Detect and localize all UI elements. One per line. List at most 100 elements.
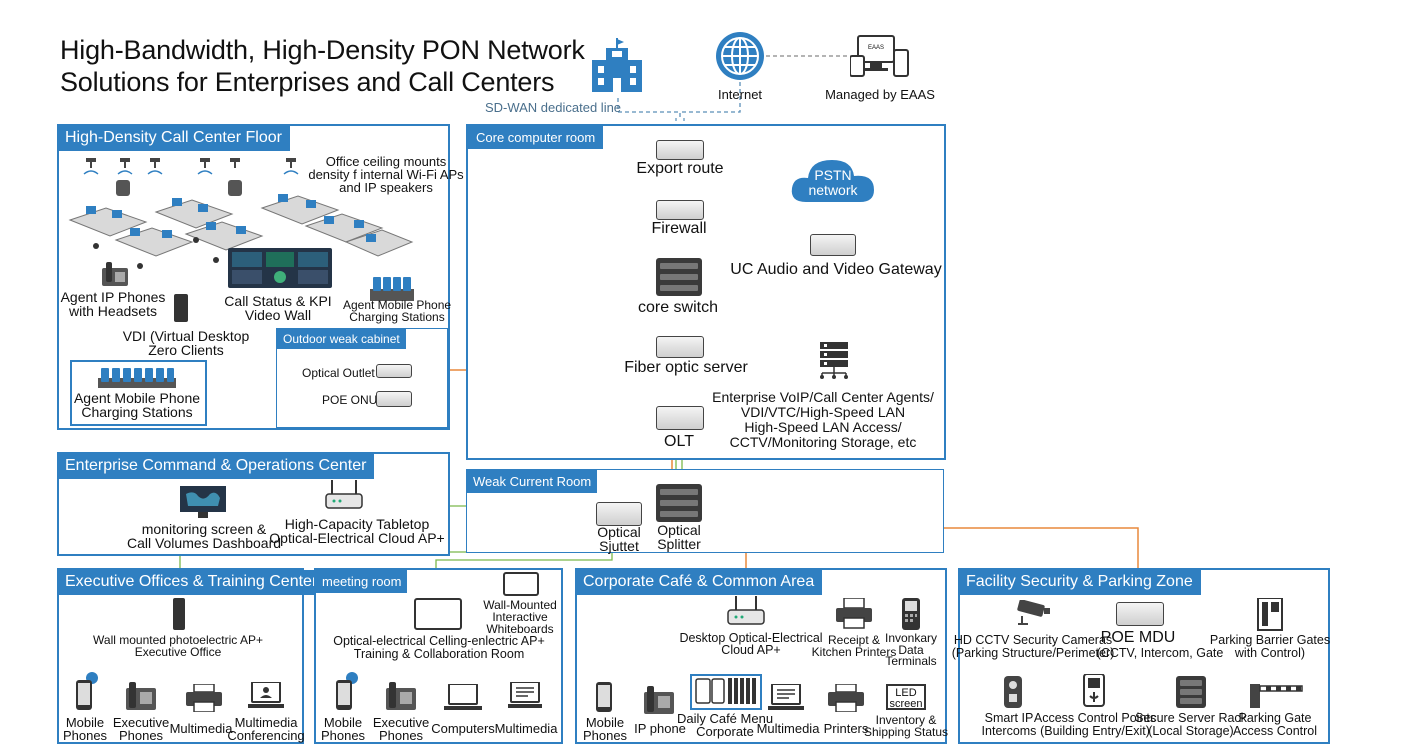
cafe-item-5-line-2: Shipping Status — [863, 725, 949, 739]
sdwan-label: SD-WAN dedicated line — [484, 100, 622, 115]
video-wall-line-1: Call Status & KPI — [224, 293, 332, 309]
barrier-gate-icon — [1257, 598, 1283, 631]
pstn-label: PSTN network — [808, 168, 857, 198]
video-wall-icon — [228, 248, 332, 288]
meeting-ap-line-2: Training & Collaboration Room — [353, 647, 525, 661]
cafe-item-5: Inventory &Shipping Status — [864, 714, 948, 738]
parking-gate-icon — [1250, 684, 1303, 708]
tabletop-ap-icon — [325, 480, 363, 509]
data-terminal-icon — [902, 598, 920, 630]
led-line-1: LED — [895, 687, 917, 699]
enterprise-line-1: Enterprise VoIP/Call Center Agents/ — [712, 389, 934, 405]
wall-ap-line-2: Executive Office — [134, 645, 222, 659]
exec-item-0-line-2: Phones — [62, 728, 108, 743]
optical-outlet-label: Optical Outlet — [302, 366, 375, 380]
server-network-icon — [820, 342, 848, 379]
security-item-3-line-2: Access Control — [1232, 723, 1318, 738]
optical-sjuttet-label: Optical Sjuttet — [597, 525, 641, 553]
whiteboard-line-1: Wall-Mounted — [483, 598, 557, 612]
charging-top-line-1: Agent Mobile Phone — [342, 298, 452, 312]
export-route-label: Export route — [636, 160, 724, 177]
ceiling-ap-screen-icon — [414, 598, 462, 630]
cafe-item-0-line-1: Mobile — [585, 715, 625, 730]
enterprise-line-3: High-Speed LAN Access/ — [744, 419, 902, 435]
ceiling-ap-row — [80, 158, 300, 198]
conferencing-laptop-icon — [248, 682, 284, 708]
agent-phones-line-1: Agent IP Phones — [60, 289, 166, 305]
security-item-1: Access Control Points(Building Entry/Exi… — [1034, 712, 1156, 737]
desktop-ap-line-1: Desktop Optical-Electrical — [679, 631, 823, 645]
cctv-line-2: (Parking Structure/Perimeter) — [951, 646, 1115, 660]
meeting-room-panel: meeting room — [314, 568, 563, 744]
weak-current-panel: Weak Current Room — [466, 469, 944, 553]
barrier-line-1: Parking Barrier Gates — [1209, 633, 1331, 647]
outdoor-cabinet-panel: Outdoor weak cabinet — [276, 328, 448, 428]
security-item-2-line-2: (Local Storage) — [1148, 723, 1234, 738]
cafe-item-5-line-1: Inventory & — [875, 713, 937, 727]
vdi-line-1: VDI (Virtual Desktop — [122, 328, 250, 344]
uc-gateway-device — [810, 234, 856, 256]
security-item-1-line-1: Access Control Points — [1033, 711, 1157, 725]
cafe-item-2-line-2: Corporate — [696, 724, 754, 739]
cafe-item-1-line-1: IP phone — [634, 721, 686, 736]
whiteboard-icon — [503, 572, 539, 596]
splitter-line-1: Optical — [657, 522, 701, 538]
inventory-terminal-line-2: Data — [898, 642, 924, 657]
firewall-device — [656, 200, 704, 220]
charging-top-label: Agent Mobile Phone Charging Stations — [343, 299, 451, 323]
tabletop-line-2: Optical-Electrical Cloud AP+ — [269, 530, 445, 546]
video-wall-line-2: Video Wall — [244, 307, 312, 323]
exec-item-2: Multimedia — [170, 722, 233, 735]
ceiling-line-2: density f internal Wi-Fi APs — [308, 167, 464, 182]
cafe-item-4: Printers — [824, 722, 869, 735]
receipt-line-1: Receipt & — [827, 633, 881, 647]
exec-item-0-line-1: Mobile — [65, 715, 105, 730]
receipt-printer-icon — [836, 598, 872, 629]
security-item-0-line-2: Intercoms — [981, 723, 1037, 738]
intercom-icon — [1004, 676, 1022, 708]
poe-mdu-device — [1116, 602, 1164, 626]
ip-phone-icon — [644, 686, 674, 714]
meeting-item-0-line-2: Phones — [320, 728, 366, 743]
ceiling-ap-icon — [83, 158, 299, 196]
meeting-ap-line-1: Optical-electrical Celling-enlectric AP+ — [333, 634, 545, 648]
printer-icon — [828, 684, 864, 712]
wall-ap-line-1: Wall mounted photoelectric AP+ — [93, 633, 263, 647]
video-wall-label: Call Status & KPI Video Wall — [224, 294, 331, 322]
security-item-3-line-1: Parking Gate — [1238, 711, 1312, 725]
charging-bottom-line-1: Agent Mobile Phone — [73, 390, 201, 406]
command-center-title: Enterprise Command & Operations Center — [59, 454, 375, 479]
agent-phones-label: Agent IP Phones with Headsets — [61, 290, 166, 318]
title-line-1: High-Bandwidth, High-Density PON Network — [60, 35, 585, 65]
core-room-title: Core computer room — [468, 126, 604, 149]
poe-onu-device — [376, 391, 412, 407]
mobile-phone-icon — [596, 682, 612, 712]
multimedia-laptop-icon — [768, 684, 804, 710]
wall-ap-label: Wall mounted photoelectric AP+ Executive… — [93, 634, 263, 658]
cafe-title: Corporate Café & Common Area — [577, 570, 823, 595]
meeting-item-3: Multimedia — [495, 722, 558, 735]
ceiling-ap-label: Office ceiling mounts density f internal… — [308, 155, 463, 194]
cafe-item-0-line-2: Phones — [582, 728, 628, 743]
poe-onu-label: POE ONU — [322, 393, 378, 407]
cafe-item-2-line-1: Daily Café Menu — [676, 711, 774, 726]
cctv-label: HD CCTV Security Cameras (Parking Struct… — [952, 634, 1115, 660]
meeting-item-0-line-1: Mobile — [323, 715, 363, 730]
whiteboard-line-2: Interactive — [492, 610, 548, 624]
enterprise-services-label: Enterprise VoIP/Call Center Agents/ VDI/… — [712, 390, 934, 450]
security-title: Facility Security & Parking Zone — [960, 570, 1201, 595]
ip-phone-icon — [102, 262, 128, 286]
multimedia-printer-icon — [186, 684, 222, 712]
led-screen-icon: LED screen — [886, 684, 926, 710]
poe-mdu-label: POE MDU — [1100, 629, 1176, 646]
monitoring-line-1: monitoring screen & — [141, 521, 267, 537]
vdi-line-2: Zero Clients — [148, 342, 224, 358]
eaas-devices-icon — [850, 35, 909, 77]
desktop-ap-label: Desktop Optical-Electrical Cloud AP+ — [679, 631, 823, 657]
title-line-2: Solutions for Enterprises and Call Cente… — [60, 67, 555, 97]
wall-ap-icon — [173, 598, 185, 630]
